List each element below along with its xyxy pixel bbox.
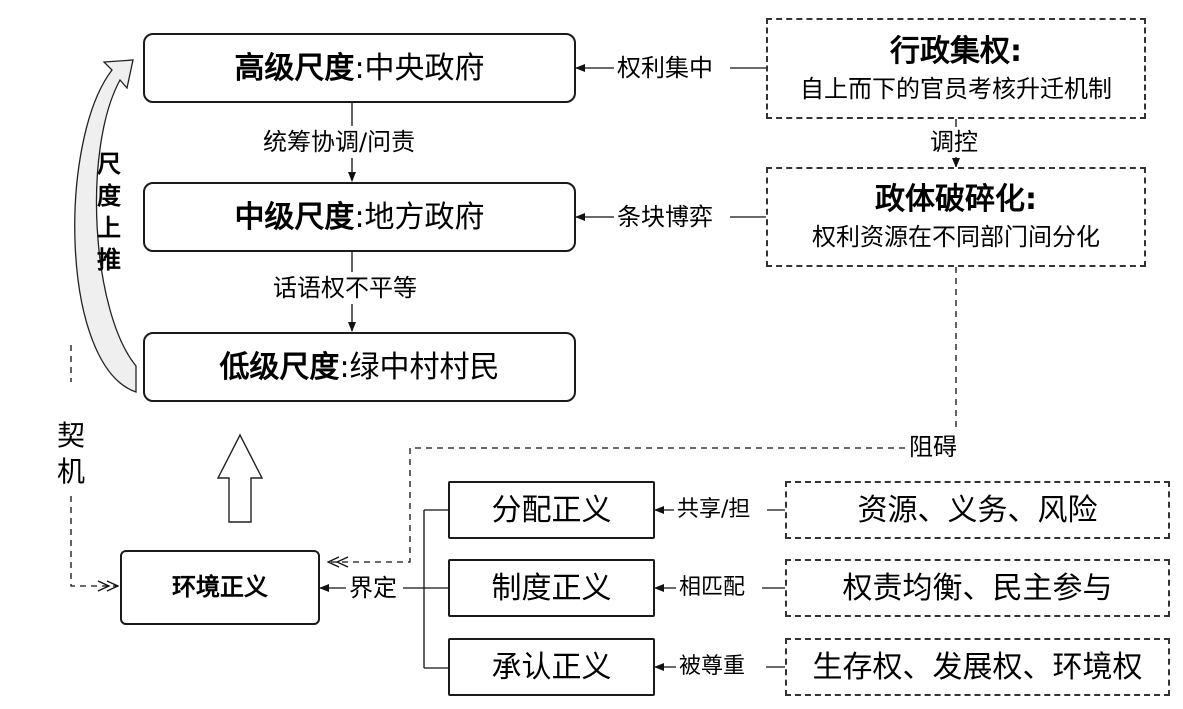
procedural-content-box: 权责均衡、民主参与 (785, 559, 1170, 617)
environmental-justice-label: 环境正义 (172, 573, 268, 602)
scale-push-label: 尺 度 上 推 (97, 150, 121, 274)
opportunity-label: 契 机 (56, 419, 85, 488)
low-scale-actor: 绿中村村民 (349, 349, 500, 385)
distributive-content-box: 资源、义务、风险 (785, 481, 1170, 539)
hollow-up-arrow (216, 433, 264, 523)
distributive-content: 资源、义务、风险 (857, 492, 1098, 528)
high-scale-actor: 中央政府 (364, 50, 485, 86)
procedural-justice-box: 制度正义 (448, 559, 655, 617)
regime-fragmentation-desc: 权利资源在不同部门间分化 (812, 223, 1100, 252)
procedural-content: 权责均衡、民主参与 (842, 570, 1113, 606)
recognition-justice-label: 承认正义 (491, 649, 612, 685)
distributive-relation-label: 共享/担 (677, 497, 751, 522)
procedural-justice-label: 制度正义 (491, 570, 612, 606)
environmental-justice-box: 环境正义 (120, 550, 320, 625)
recognition-content-box: 生存权、发展权、环境权 (785, 638, 1170, 696)
mid-scale-level: 中级尺度 (234, 199, 355, 235)
obstruction-label: 阻碍 (909, 433, 957, 461)
regulation-label: 调控 (930, 128, 978, 156)
define-label: 界定 (349, 574, 397, 602)
bargaining-label: 条块博弈 (617, 203, 713, 231)
procedural-relation-label: 相匹配 (679, 575, 746, 600)
regime-fragmentation-title: 政体破碎化: (875, 182, 1037, 218)
recognition-content: 生存权、发展权、环境权 (812, 649, 1143, 685)
scale-push-arrow (74, 59, 137, 393)
high-scale-level: 高级尺度 (234, 50, 355, 86)
admin-centralization-box: 行政集权: 自上而下的官员考核升迁机制 (766, 18, 1146, 119)
admin-centralization-desc: 自上而下的官员考核升迁机制 (800, 74, 1112, 103)
low-scale-level: 低级尺度 (219, 349, 340, 385)
power-concentration-label: 权利集中 (617, 54, 713, 82)
recognition-justice-box: 承认正义 (448, 638, 655, 696)
distributive-justice-label: 分配正义 (491, 492, 612, 528)
admin-centralization-title: 行政集权: (890, 33, 1022, 69)
distributive-justice-box: 分配正义 (448, 481, 655, 539)
obstruction-connector (328, 267, 957, 562)
mid-scale-box: 中级尺度:地方政府 (143, 182, 576, 252)
high-mid-label: 统筹协调/问责 (263, 128, 416, 156)
mid-scale-actor: 地方政府 (364, 199, 485, 235)
mid-low-label: 话语权不平等 (273, 274, 417, 302)
low-scale-box: 低级尺度:绿中村村民 (143, 332, 576, 402)
high-scale-box: 高级尺度:中央政府 (143, 33, 576, 103)
regime-fragmentation-box: 政体破碎化: 权利资源在不同部门间分化 (766, 167, 1146, 267)
recognition-relation-label: 被尊重 (679, 654, 746, 679)
